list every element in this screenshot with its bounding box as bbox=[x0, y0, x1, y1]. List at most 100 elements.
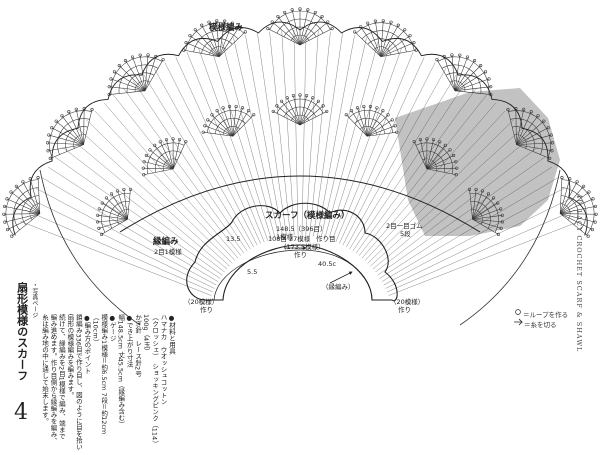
materials-line: 鎖編み336目で作り目し、図のように目を拾い bbox=[74, 314, 83, 450]
mesh-line bbox=[342, 62, 436, 246]
pattern-number: 4 bbox=[14, 400, 28, 425]
neck-curve bbox=[119, 175, 481, 233]
pattern-subtitle: ・写真ページ bbox=[30, 282, 38, 318]
mesh-line bbox=[198, 47, 268, 241]
mesh-line bbox=[20, 221, 212, 296]
mesh-line bbox=[233, 37, 280, 238]
materials-line: （クロッシェ） ショッキングピンク（114） bbox=[150, 314, 159, 447]
materials-line: ●材料と用具 bbox=[167, 314, 176, 355]
mesh-line bbox=[281, 30, 295, 236]
cut-symbol bbox=[514, 318, 523, 326]
materials-line: 模様編み1模様＝約6.5cm 7段＝約12cm bbox=[99, 314, 108, 435]
mesh-line bbox=[317, 34, 355, 237]
edge-band-left bbox=[39, 169, 141, 326]
mesh-line bbox=[305, 30, 319, 236]
mesh-line bbox=[257, 33, 287, 236]
mesh-line bbox=[41, 177, 219, 282]
edge-band-right bbox=[459, 169, 561, 326]
scarf-schematic bbox=[186, 202, 398, 302]
mesh-line bbox=[86, 119, 233, 264]
mesh-line bbox=[328, 43, 391, 240]
materials-line: ●でき上がり寸法 bbox=[125, 314, 134, 368]
legend-cut: ＝糸を切る bbox=[524, 321, 557, 329]
fan-motif bbox=[2, 176, 41, 238]
scarf-spec-1: 148.5（396目） bbox=[276, 225, 327, 233]
legend-loop: ＝ループを作る bbox=[523, 311, 569, 319]
edge-lower-label: （縁編み） bbox=[322, 283, 355, 291]
mesh-line bbox=[375, 147, 538, 273]
fan-motif bbox=[559, 176, 598, 238]
mesh-line bbox=[320, 37, 367, 238]
materials-line: 扇形の模様編みを編みます。 bbox=[65, 314, 74, 399]
fan-motif bbox=[96, 187, 133, 236]
mesh-line bbox=[370, 128, 523, 267]
materials-line: 100g（4玉） bbox=[142, 314, 151, 355]
top-pattern-label: 模様編み bbox=[209, 23, 244, 33]
materials-line: ●編み方のポイント bbox=[82, 314, 91, 374]
mesh-line bbox=[94, 110, 236, 261]
fan-motif bbox=[141, 137, 188, 177]
mesh-line bbox=[379, 166, 552, 279]
mesh-line bbox=[54, 156, 223, 276]
mesh-line bbox=[377, 156, 546, 276]
mesh-line bbox=[186, 52, 265, 243]
mesh-line bbox=[77, 128, 230, 267]
dim-bottom-left: （20模様） bbox=[184, 298, 219, 306]
mesh-line bbox=[385, 198, 570, 289]
mesh-line bbox=[35, 187, 217, 286]
dim-5: 5.5 bbox=[247, 268, 258, 276]
fan-motif bbox=[435, 53, 493, 97]
mesh-line bbox=[221, 40, 276, 239]
mesh-line bbox=[30, 198, 215, 289]
mesh-line bbox=[372, 137, 531, 270]
fan-motif bbox=[271, 93, 329, 126]
fan-motif bbox=[353, 19, 418, 57]
mesh-line bbox=[69, 137, 228, 270]
mesh-line bbox=[361, 102, 497, 259]
dim-left-size: 13.5 bbox=[226, 235, 241, 243]
mesh-line bbox=[381, 177, 559, 282]
scarf-spec-4: 作り目 bbox=[316, 235, 336, 243]
shawl-outline bbox=[12, 21, 588, 236]
materials-line: 続けて、縁編みを2目1模様で編み、端まで bbox=[57, 314, 66, 440]
right-note-1: 2目一目ゴム bbox=[386, 222, 423, 230]
mesh-line bbox=[313, 33, 343, 236]
dim-bottom-left-2: 作り bbox=[200, 306, 213, 314]
dim-inner-2: 作り bbox=[294, 251, 307, 259]
scarf-spec-2: 1模様 bbox=[276, 233, 294, 241]
mesh-line bbox=[113, 94, 242, 256]
mesh-line bbox=[175, 56, 261, 244]
scarf-spec-3: 108目 27模様 bbox=[268, 235, 311, 243]
mesh-line bbox=[143, 74, 251, 250]
mesh-line bbox=[324, 40, 379, 239]
mesh-line bbox=[62, 147, 225, 273]
mesh-line bbox=[339, 56, 425, 244]
edge-pattern-label: 縁編み bbox=[153, 237, 179, 247]
mesh-line bbox=[355, 87, 477, 254]
mesh-line bbox=[352, 80, 467, 252]
fan-motif bbox=[182, 19, 247, 57]
mesh-line bbox=[24, 209, 213, 293]
mesh-line bbox=[123, 87, 245, 254]
materials-line: ハマナカ ウオッシュコットン bbox=[159, 314, 168, 405]
pattern-title: 扇形模様のスカーフ bbox=[15, 282, 29, 381]
repeat-highlight bbox=[395, 88, 560, 236]
materials-block: ●材料と用具ハマナカ ウオッシュコットン（クロッシェ） ショッキングピンク（11… bbox=[40, 314, 175, 450]
scarf-title: スカーフ（模様編み） bbox=[265, 211, 350, 221]
fan-motif bbox=[412, 137, 459, 177]
mesh-line bbox=[367, 119, 514, 264]
mesh-line bbox=[383, 187, 565, 286]
dim-40: 40.5c bbox=[318, 260, 337, 268]
mesh-line bbox=[209, 43, 272, 240]
dim-arrow-2 bbox=[329, 271, 353, 284]
dim-bottom-right-2: 作り bbox=[398, 306, 411, 314]
mesh-line bbox=[349, 74, 457, 250]
mesh-line bbox=[269, 31, 291, 236]
materials-line: 編み進めます。作り目側から縁編みを編み、 bbox=[48, 314, 57, 444]
mesh-line bbox=[245, 34, 283, 237]
scalloped-edge bbox=[12, 21, 588, 236]
mesh-line bbox=[133, 80, 248, 252]
mesh-line bbox=[388, 221, 580, 296]
